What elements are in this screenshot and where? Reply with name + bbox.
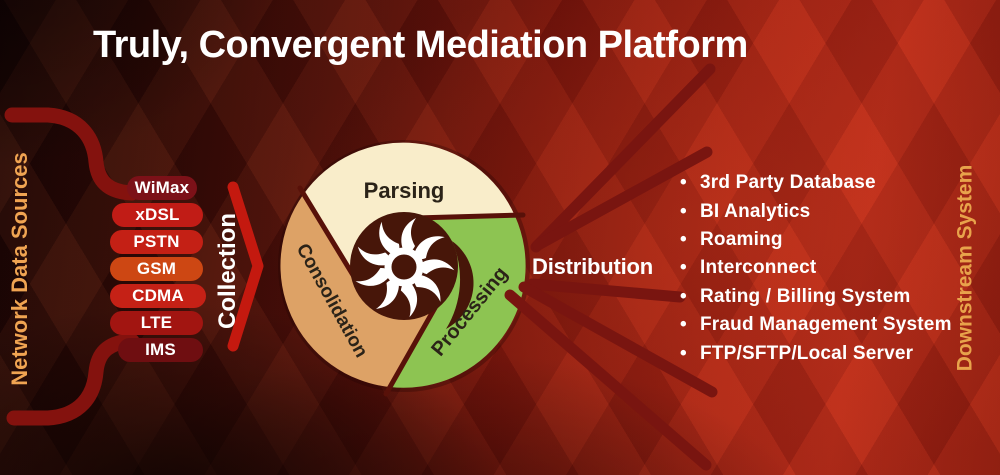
hub-tail — [446, 241, 474, 329]
list-item: • Rating / Billing System — [680, 283, 952, 311]
segment-consolidation — [280, 195, 436, 387]
downstream-system-label: Downstream System — [953, 164, 977, 372]
source-pill-label: WiMax — [134, 178, 190, 197]
segment-parsing-label: Parsing — [364, 178, 445, 203]
source-pill: IMS — [118, 338, 203, 362]
destination-label: Rating / Billing System — [700, 285, 911, 307]
source-pill: LTE — [110, 311, 203, 335]
bullet-icon: • — [680, 285, 687, 307]
distribution-label: Distribution — [532, 254, 654, 279]
collection-label: Collection — [214, 212, 242, 330]
source-pill: GSM — [110, 257, 203, 281]
funnel-bracket-top-icon — [4, 107, 140, 201]
destination-label: 3rd Party Database — [700, 172, 876, 194]
funnel-bracket-bottom-icon — [6, 333, 140, 426]
bullet-icon: • — [680, 200, 687, 222]
distribution-ray — [526, 278, 686, 303]
collection-chevron-icon — [227, 181, 264, 352]
bullet-icon: • — [680, 228, 687, 250]
segment-parsing — [303, 142, 515, 274]
destination-label: Interconnect — [700, 257, 817, 279]
bullet-icon: • — [680, 172, 687, 194]
distribution-ray — [504, 289, 712, 471]
source-pill-label: CDMA — [132, 286, 184, 305]
list-item: • BI Analytics — [680, 197, 952, 225]
wheel-slits — [297, 185, 526, 397]
list-item: • FTP/SFTP/Local Server — [680, 339, 952, 367]
network-data-sources-label: Network Data Sources — [7, 152, 32, 386]
source-pill-label: LTE — [140, 313, 173, 332]
destination-label: Fraud Management System — [700, 314, 952, 336]
distribution-ray — [518, 281, 718, 398]
destination-label: BI Analytics — [700, 200, 811, 222]
source-pill-label: xDSL — [135, 205, 180, 224]
bullet-icon: • — [680, 314, 687, 336]
source-pill: xDSL — [112, 203, 203, 227]
page-title: Truly, Convergent Mediation Platform — [93, 24, 748, 66]
distribution-ray — [532, 146, 713, 251]
bullet-icon: • — [680, 257, 687, 279]
list-item: • Interconnect — [680, 254, 952, 282]
source-pill-label: PSTN — [133, 232, 180, 251]
source-pill: PSTN — [110, 230, 203, 254]
source-pill: WiMax — [127, 176, 197, 200]
turbine-icon — [355, 218, 455, 318]
list-item: • Roaming — [680, 226, 952, 254]
source-pill-label: IMS — [145, 340, 176, 359]
list-item: • 3rd Party Database — [680, 169, 952, 197]
list-item: • Fraud Management System — [680, 311, 952, 339]
distribution-rays — [504, 63, 718, 471]
bullet-icon: • — [680, 342, 687, 364]
source-pill: CDMA — [110, 284, 206, 308]
destination-list: • 3rd Party Database • BI Analytics • Ro… — [680, 169, 952, 368]
source-pill-label: GSM — [136, 259, 177, 278]
distribution-ray — [530, 63, 716, 253]
destination-label: FTP/SFTP/Local Server — [700, 342, 914, 364]
turbine-ring — [384, 247, 424, 287]
destination-label: Roaming — [700, 228, 783, 250]
